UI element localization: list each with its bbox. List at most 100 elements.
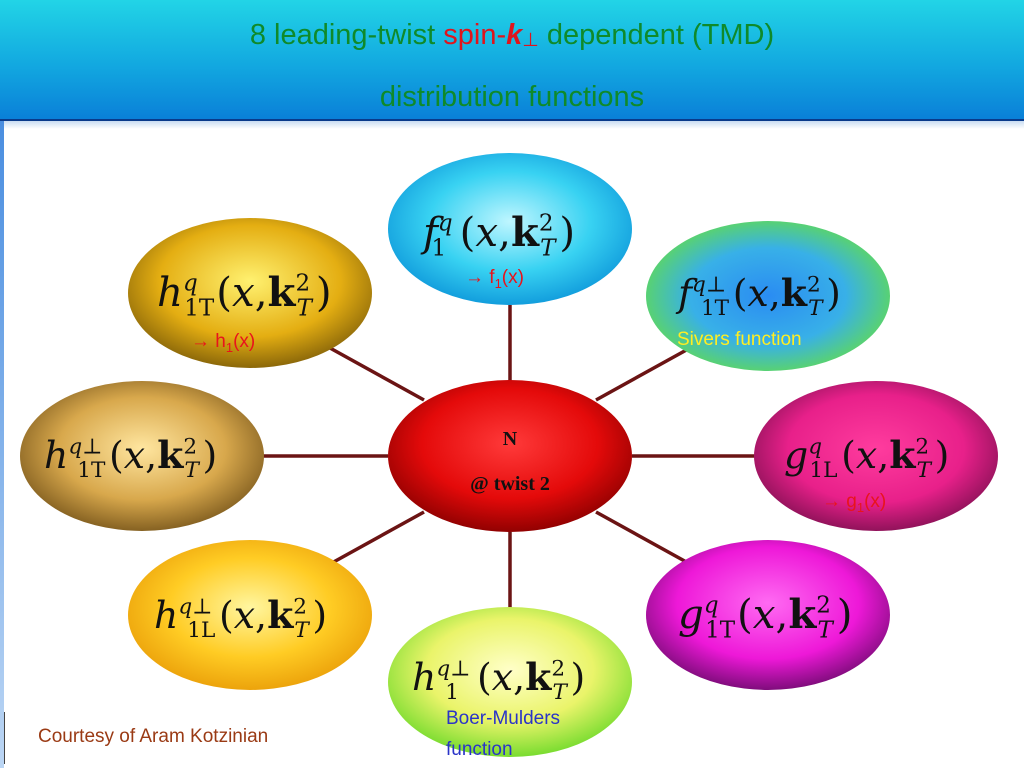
- formula-x: x: [753, 591, 776, 638]
- formula-close-paren: ): [202, 433, 217, 477]
- formula-k-sup: 2: [816, 593, 831, 619]
- formula-open-paren: (: [733, 271, 748, 315]
- formula-x: x: [492, 655, 513, 699]
- formula-sup: q⊥: [178, 595, 212, 620]
- formula-k-sup: 2: [293, 595, 307, 620]
- formula-close-paren: ): [570, 655, 585, 699]
- arrow-right-icon: →: [191, 331, 210, 352]
- svg-text:fq⊥1T(x,k2T): fq⊥1T(x,k2T): [675, 271, 841, 321]
- connector-f1T: [595, 346, 691, 402]
- formula-k: k: [157, 433, 184, 477]
- formula-k-sub: T: [808, 296, 824, 321]
- corner-divider: [4, 712, 5, 764]
- center-node-ellipse: [388, 380, 632, 532]
- formula-k: k: [889, 433, 916, 477]
- formula-comma: ,: [776, 591, 789, 638]
- formula-sub: 1T: [184, 296, 215, 322]
- center-node-label: N: [503, 428, 518, 450]
- node-g1L-ellipse: [754, 381, 998, 531]
- title-text-end: dependent (TMD): [538, 19, 775, 51]
- formula-x: x: [856, 433, 877, 477]
- label-tail: (x): [864, 491, 886, 512]
- connector-h1Lp: [329, 510, 425, 566]
- formula-open-paren: (: [216, 269, 232, 316]
- formula-sub: 1L: [809, 458, 837, 483]
- formula-open-paren: (: [737, 591, 753, 638]
- formula-sub: 1T: [705, 618, 736, 644]
- formula-k-sup: 2: [915, 435, 929, 460]
- formula-x: x: [475, 209, 498, 256]
- label-sivers-function: Sivers function: [677, 329, 802, 350]
- content-top-shadow: [4, 121, 1024, 129]
- node-h1Lp-ellipse: [128, 540, 372, 690]
- formula-sub: 1L: [187, 618, 215, 643]
- formula-k: k: [525, 655, 552, 699]
- formula-base: g: [678, 591, 704, 638]
- formula-x: x: [232, 269, 255, 316]
- formula-k-sub: T: [184, 458, 200, 483]
- left-edge-bar: [0, 121, 4, 768]
- formula-comma: ,: [877, 433, 889, 477]
- formula-base: h: [44, 433, 68, 477]
- formula-k-sub: T: [917, 458, 933, 483]
- node-f1-ellipse: [388, 153, 632, 305]
- formula-close-paren: ): [837, 591, 853, 638]
- arrow-right-icon: →: [465, 267, 484, 288]
- title-text-start: 8 leading-twist: [249, 19, 444, 51]
- label-base: g: [841, 491, 857, 512]
- formula-close-paren: ): [826, 271, 841, 315]
- formula-sub: 1T: [701, 296, 730, 321]
- label-base: f: [484, 267, 495, 288]
- formula-base: h: [412, 655, 436, 699]
- formula-comma: ,: [513, 655, 525, 699]
- label-g1L-collinear: → g1(x): [822, 491, 886, 515]
- connector-h1T: [329, 346, 425, 402]
- label-sub: 1: [226, 340, 233, 355]
- node-f1T-ellipse: [646, 221, 890, 371]
- formula-k-sup: 2: [551, 657, 565, 682]
- label-base: h: [210, 331, 226, 352]
- formula-sup: q⊥: [692, 273, 726, 298]
- formula-open-paren: (: [219, 593, 234, 637]
- node-h1Tp-ellipse: [20, 381, 264, 531]
- label-sub: 1: [495, 276, 502, 291]
- formula-k-sub: T: [818, 618, 835, 644]
- formula-open-paren: (: [109, 433, 124, 477]
- title-k: k: [506, 19, 523, 51]
- formula-comma: ,: [255, 593, 267, 637]
- formula-open-paren: (: [477, 655, 492, 699]
- formula-open-paren: (: [841, 433, 856, 477]
- formula-sub: 1: [432, 236, 447, 262]
- formula-k: k: [511, 208, 540, 256]
- formula-close-paren: ): [935, 433, 950, 477]
- label-f1-collinear: → f1(x): [465, 267, 524, 291]
- arrow-right-icon: →: [822, 491, 841, 512]
- formula-base: h: [157, 269, 183, 316]
- formula-k-sub: T: [297, 296, 314, 322]
- formula-k: k: [781, 271, 808, 315]
- formula-close-paren: ): [316, 269, 332, 316]
- title-perp: ⊥: [522, 30, 539, 51]
- title-spin-k: spin-k⊥: [443, 19, 539, 51]
- label-boer-mulders-function: function: [446, 739, 513, 760]
- label-boer-mulders: Boer-Mulders: [446, 708, 560, 729]
- formula-k-sup: 2: [295, 271, 310, 297]
- svg-text:fq1(x,k2T): fq1(x,k2T): [420, 208, 575, 262]
- node-g1T-ellipse: [646, 540, 890, 690]
- formula-base: g: [784, 433, 808, 477]
- formula-close-paren: ): [312, 593, 327, 637]
- formula-base: h: [154, 593, 178, 637]
- formula-sup: q: [438, 211, 453, 237]
- formula-k: k: [267, 593, 294, 637]
- formula-k-sup: 2: [539, 211, 554, 237]
- formula-sup: q⊥: [436, 657, 470, 682]
- formula-sup: q: [704, 593, 719, 619]
